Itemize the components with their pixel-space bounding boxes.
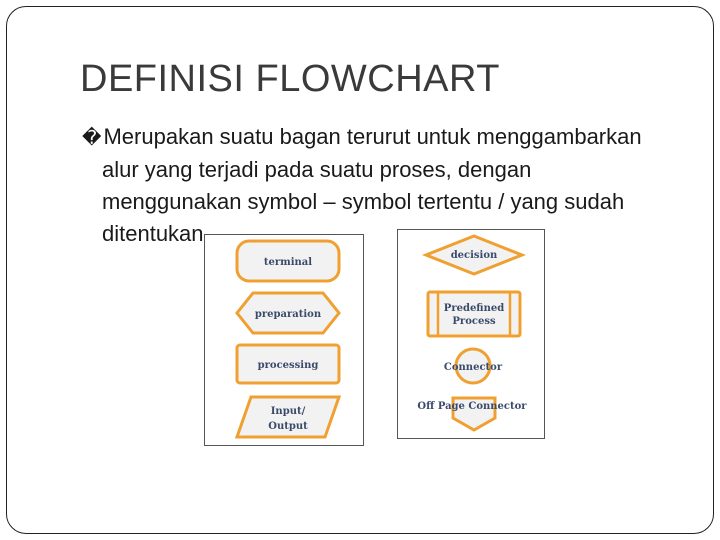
right-symbols-panel: decision Predefined Process Connector Of… [397, 229, 545, 439]
bullet-glyph: � [82, 127, 102, 149]
predefined-label-1: Predefined [444, 303, 504, 314]
connector-symbol: Connector [444, 347, 503, 385]
predefined-process-symbol: Predefined Process [426, 290, 522, 338]
terminal-label: terminal [264, 257, 312, 268]
input-output-label-2: Output [268, 421, 308, 432]
connector-label: Connector [444, 362, 503, 373]
bullet-paragraph: �Merupakan suatu bagan terurut untuk men… [82, 121, 672, 250]
decision-symbol: decision [421, 234, 527, 276]
processing-symbol: processing [235, 343, 341, 385]
terminal-symbol: terminal [235, 239, 341, 283]
processing-label: processing [258, 360, 319, 371]
off-page-connector-symbol: Off Page Connector [417, 396, 527, 432]
decision-label: decision [451, 250, 498, 261]
left-symbols-panel: terminal preparation processing Input/ O… [204, 234, 364, 446]
preparation-label: preparation [255, 309, 322, 320]
preparation-symbol: preparation [235, 291, 341, 335]
slide-title: DEFINISI FLOWCHART [80, 58, 500, 100]
off-page-label: Off Page Connector [417, 401, 527, 412]
input-output-label-1: Input/ [271, 406, 306, 417]
input-output-symbol: Input/ Output [234, 395, 342, 439]
bullet-text: Merupakan suatu bagan terurut untuk meng… [102, 124, 642, 246]
predefined-label-2: Process [452, 316, 496, 327]
